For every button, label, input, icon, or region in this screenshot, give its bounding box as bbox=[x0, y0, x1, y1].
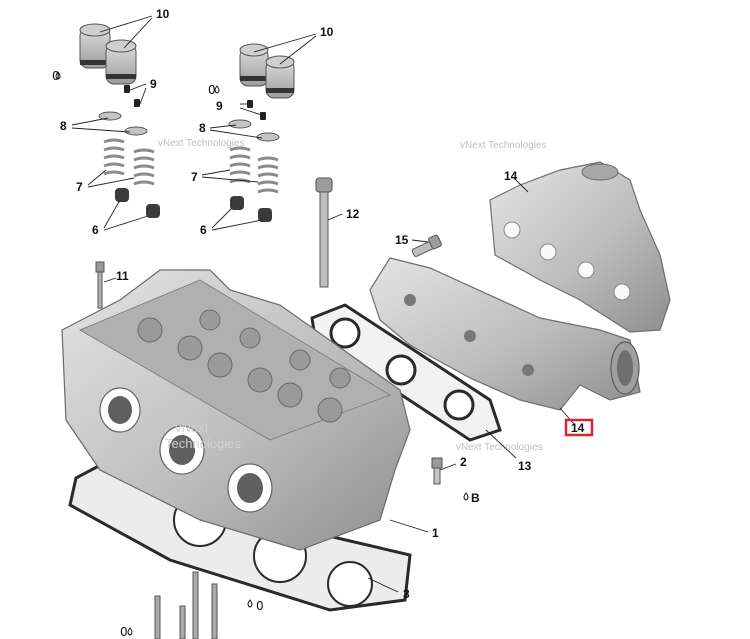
callout-3: 3 bbox=[403, 587, 410, 601]
oil-symbol-c: 0 bbox=[247, 599, 264, 613]
callout-10-left: 10 bbox=[156, 7, 170, 21]
oil-symbol-b: 0 bbox=[208, 83, 220, 97]
callout-7-left: 7 bbox=[76, 180, 83, 194]
bolt-12 bbox=[315, 177, 333, 288]
svg-text:0: 0 bbox=[256, 599, 264, 613]
bolt-11 bbox=[95, 261, 105, 309]
callout-14-front: 14 bbox=[571, 421, 585, 435]
oil-symbol-a: 0 bbox=[52, 69, 61, 83]
svg-text:0: 0 bbox=[120, 625, 128, 639]
valve-stem-seal bbox=[115, 188, 272, 222]
exhaust-manifold-rear bbox=[489, 161, 671, 333]
callout-12: 12 bbox=[346, 207, 360, 221]
watermark-text: vNext Technologies bbox=[158, 138, 245, 149]
callout-2: 2 bbox=[460, 455, 467, 469]
drop-icon bbox=[463, 492, 469, 501]
callout-14-highlighted[interactable]: 14 bbox=[564, 418, 594, 437]
valves bbox=[154, 571, 218, 639]
temperature-sensor-2 bbox=[431, 457, 443, 485]
watermark-text: Technologies bbox=[165, 436, 241, 451]
svg-text:0: 0 bbox=[208, 83, 216, 97]
watermark-text: vNext bbox=[175, 420, 209, 435]
oil-drop-icon bbox=[127, 627, 133, 636]
leader-lines bbox=[71, 15, 575, 593]
stud-15 bbox=[411, 234, 442, 257]
valve-spring bbox=[103, 138, 279, 194]
callout-6-left: 6 bbox=[92, 223, 99, 237]
callout-1: 1 bbox=[432, 526, 439, 540]
callout-15: 15 bbox=[395, 233, 409, 247]
tappet-bucket-left bbox=[79, 23, 137, 85]
highlight-box bbox=[564, 418, 594, 437]
oil-drop-icon bbox=[214, 85, 220, 94]
svg-text:0: 0 bbox=[52, 69, 60, 83]
callout-9-right: 9 bbox=[216, 99, 223, 113]
callout-7-right: 7 bbox=[191, 170, 198, 184]
cylinder-head bbox=[61, 269, 411, 551]
spring-retainer bbox=[98, 111, 280, 142]
watermark-text: vNext Technologies bbox=[456, 442, 543, 453]
callout-13: 13 bbox=[518, 459, 532, 473]
valve-keeper bbox=[124, 85, 266, 120]
svg-text:B: B bbox=[471, 491, 480, 505]
callout-8-right: 8 bbox=[199, 121, 206, 135]
callout-10-right: 10 bbox=[320, 25, 334, 39]
callout-14-rear: 14 bbox=[504, 169, 518, 183]
watermark-text: vNext Technologies bbox=[460, 140, 547, 151]
oil-drop-icon bbox=[247, 599, 253, 608]
exhaust-manifold-front bbox=[369, 257, 641, 411]
callout-9-left: 9 bbox=[150, 77, 157, 91]
callout-11: 11 bbox=[116, 269, 129, 283]
loctite-symbol-b: B bbox=[463, 491, 480, 505]
callout-6-right: 6 bbox=[200, 223, 207, 237]
callout-8-left: 8 bbox=[60, 119, 67, 133]
oil-symbol-d: 0 bbox=[120, 625, 133, 639]
tappet-bucket-right bbox=[239, 43, 295, 99]
oil-drop-icon bbox=[55, 71, 61, 80]
